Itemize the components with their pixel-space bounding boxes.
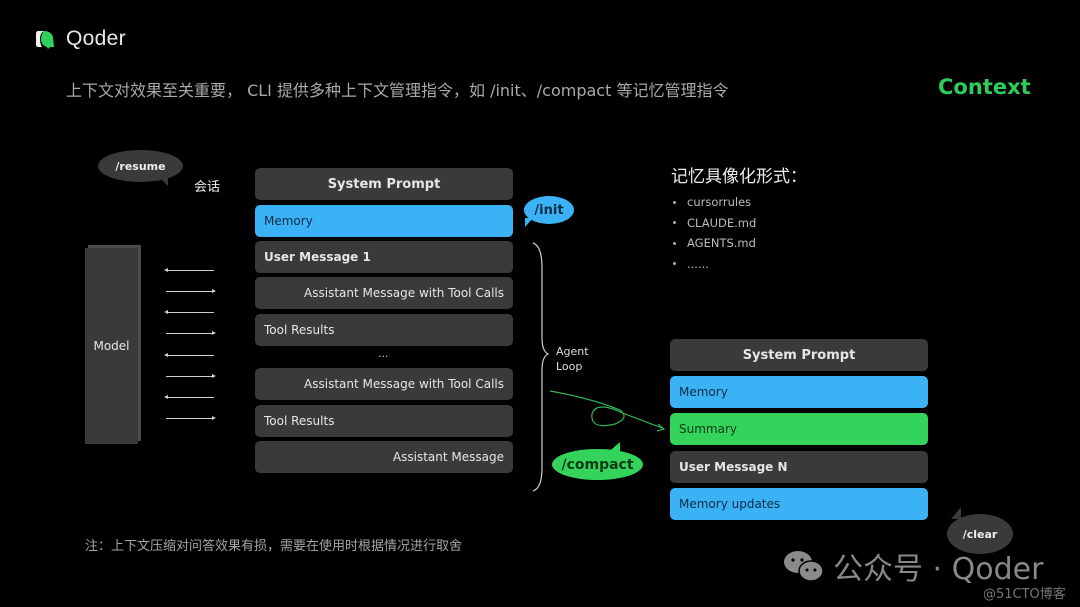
watermark-sub: @51CTO博客 xyxy=(983,587,1066,602)
compact-bubble: /compact xyxy=(552,449,643,480)
context-memory: Memory xyxy=(255,205,513,237)
block-label: User Message N xyxy=(679,460,788,474)
model-label: Model xyxy=(93,339,130,353)
bullet-icon xyxy=(673,221,676,225)
block-label: Memory xyxy=(264,214,313,228)
block-label: Memory updates xyxy=(679,497,781,511)
list-item: cursorrules xyxy=(671,192,756,213)
arrow-left-icon xyxy=(164,353,214,357)
arrow-left-icon xyxy=(164,268,214,272)
context-ellipsis: ... xyxy=(378,347,389,360)
block-label: System Prompt xyxy=(742,347,856,363)
footer-note: 注：上下文压缩对问答效果有损，需要在使用时根据情况进行取舍 xyxy=(85,539,463,554)
compact-bubble-tail xyxy=(606,442,620,454)
memory-forms-title: 记忆具像化形式： xyxy=(671,167,807,187)
context-assistant-tool-calls: Assistant Message with Tool Calls xyxy=(255,368,513,400)
resume-bubble: /resume xyxy=(98,150,183,182)
list-item-text: CLAUDE.md xyxy=(687,215,757,230)
brand-logo: Qoder xyxy=(33,27,126,51)
clear-bubble-tail xyxy=(951,507,961,519)
resume-bubble-tail xyxy=(158,176,168,186)
section-tag: Context xyxy=(938,75,1031,99)
list-item: ...... xyxy=(671,254,756,275)
list-item-text: AGENTS.md xyxy=(687,236,756,251)
arrow-right-icon xyxy=(166,331,216,335)
context-tool-results: Tool Results xyxy=(255,314,513,346)
clear-label: /clear xyxy=(962,527,998,541)
list-item: CLAUDE.md xyxy=(671,213,756,234)
watermark: 公众号 · Qoder xyxy=(783,544,1043,588)
compacted-summary: Summary xyxy=(670,413,928,445)
bullet-icon xyxy=(673,262,676,266)
wechat-icon xyxy=(784,551,824,582)
agent-loop-label: Agent Loop xyxy=(556,344,589,374)
arrow-left-icon xyxy=(164,395,214,399)
compacted-memory-updates: Memory updates xyxy=(670,488,928,520)
block-label: Tool Results xyxy=(264,323,335,337)
bullet-icon xyxy=(673,200,676,204)
block-label: Summary xyxy=(679,422,737,436)
resume-label: /resume xyxy=(115,159,166,173)
bullet-icon xyxy=(673,241,676,245)
brand-name: Qoder xyxy=(66,27,126,50)
context-system-prompt: System Prompt xyxy=(255,168,513,200)
arrow-right-icon xyxy=(166,416,216,420)
list-item: AGENTS.md xyxy=(671,233,756,254)
list-item-text: cursorrules xyxy=(687,195,752,210)
loop-label-line: Agent xyxy=(556,345,589,358)
clear-bubble: /clear xyxy=(947,514,1013,554)
arrow-left-icon xyxy=(164,310,214,314)
page-subtitle: 上下文对效果至关重要， CLI 提供多种上下文管理指令，如 /init、/com… xyxy=(66,81,729,100)
block-label: Memory xyxy=(679,385,728,399)
context-assistant-message: Assistant Message xyxy=(255,441,513,473)
qoder-logo-icon xyxy=(36,31,54,49)
compacted-system-prompt: System Prompt xyxy=(670,339,928,371)
context-user-message-1: User Message 1 xyxy=(255,241,513,273)
compact-label: /compact xyxy=(561,456,634,473)
block-label: Assistant Message xyxy=(392,450,504,464)
watermark-text: 公众号 · Qoder xyxy=(833,552,1044,587)
session-label: 会话 xyxy=(194,180,221,195)
block-label: System Prompt xyxy=(327,176,441,192)
init-label: /init xyxy=(534,202,564,218)
block-label: Assistant Message with Tool Calls xyxy=(304,286,504,300)
arrow-right-icon xyxy=(166,289,216,293)
compacted-user-message-n: User Message N xyxy=(670,451,928,483)
context-assistant-tool-calls: Assistant Message with Tool Calls xyxy=(255,277,513,309)
arrow-right-icon xyxy=(166,374,216,378)
context-tool-results: Tool Results xyxy=(255,405,513,437)
block-label: Tool Results xyxy=(264,414,335,428)
memory-forms-list: cursorrules CLAUDE.md AGENTS.md ...... xyxy=(671,192,756,274)
loop-label-line: Loop xyxy=(556,360,583,373)
compacted-memory: Memory xyxy=(670,376,928,408)
model-block: Model xyxy=(85,248,138,444)
block-label: User Message 1 xyxy=(264,250,371,264)
agent-loop-brace-icon xyxy=(532,242,666,492)
block-label: Assistant Message with Tool Calls xyxy=(304,377,504,391)
list-item-text: ...... xyxy=(687,256,709,271)
init-bubble-tail xyxy=(525,218,533,227)
